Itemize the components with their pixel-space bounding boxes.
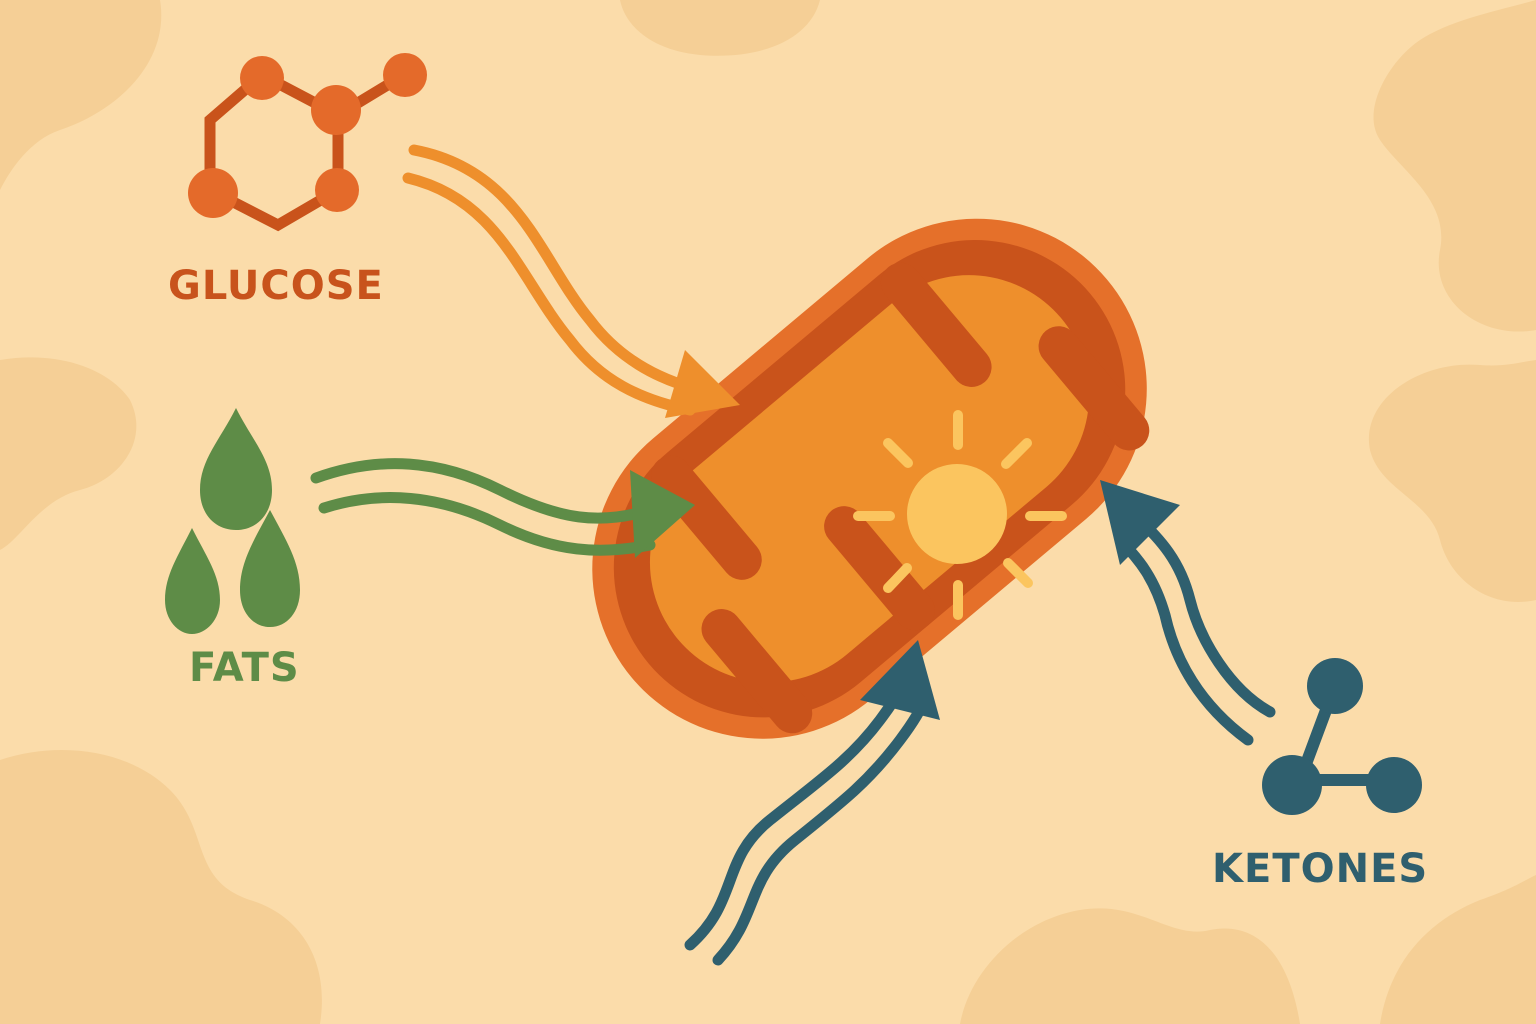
ketones-arrow-right bbox=[1100, 480, 1276, 746]
mitochondrion bbox=[592, 218, 1150, 739]
ketones-arrow-bottom bbox=[684, 640, 940, 966]
glucose-label: GLUCOSE bbox=[168, 263, 384, 309]
glucose-molecule-icon bbox=[188, 53, 427, 232]
fat-droplets-icon bbox=[165, 408, 300, 634]
cristae bbox=[651, 262, 1150, 734]
glucose-arrow bbox=[402, 144, 740, 418]
sun-icon bbox=[853, 410, 1067, 620]
ketones-label: KETONES bbox=[1212, 846, 1429, 892]
ketone-molecule-icon bbox=[1262, 658, 1422, 815]
fats-label: FATS bbox=[189, 645, 300, 691]
fats-arrow bbox=[310, 458, 695, 558]
